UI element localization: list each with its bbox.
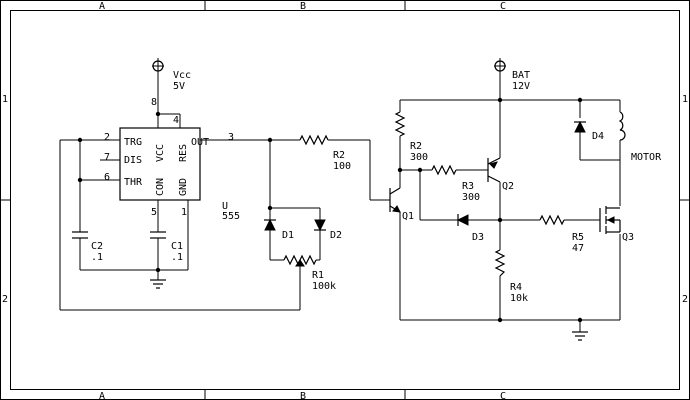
transistor-q1-npn-symbol <box>389 187 401 213</box>
motor-name: MOTOR <box>631 152 662 163</box>
resistor-r2-100-symbol <box>299 134 329 146</box>
q1-name: Q1 <box>402 211 414 222</box>
pin-num-trg: 2 <box>104 132 110 143</box>
frame-col-c-bottom: C <box>500 391 506 400</box>
wires-driver-section <box>399 74 621 332</box>
pin-label-con: CON <box>155 178 166 196</box>
frame-col-b-top: B <box>300 1 306 12</box>
diode-d3-symbol <box>456 214 469 226</box>
transistor-q2-pnp-symbol <box>487 157 501 183</box>
frame-row-1-left: 1 <box>2 94 8 105</box>
pin-label-vcc: VCC <box>155 144 166 162</box>
wires-555-section <box>59 74 390 311</box>
resistor-r4-symbol <box>494 249 506 277</box>
d2-name: D2 <box>330 230 342 241</box>
pin-num-thr: 6 <box>104 172 110 183</box>
frame-col-b-bottom: B <box>300 391 306 400</box>
diode-d2-symbol <box>314 219 326 232</box>
c1-name: C1 <box>171 241 183 252</box>
pin-num-gnd: 1 <box>181 207 187 218</box>
potentiometer-r1-symbol <box>283 254 317 268</box>
q2-name: Q2 <box>502 181 514 192</box>
resistor-r3-symbol <box>431 164 457 176</box>
transistor-q3-mosfet-symbol <box>599 206 621 234</box>
r4-name: R4 <box>510 282 522 293</box>
r2-100-name: R2 <box>333 150 345 161</box>
pin-label-dis: DIS <box>124 155 142 166</box>
diode-d1-symbol <box>264 218 276 231</box>
frame-col-c-top: C <box>500 1 506 12</box>
r3-name: R3 <box>462 181 474 192</box>
motor-coil-symbol <box>618 111 626 141</box>
pin-label-trg: TRG <box>124 137 142 148</box>
vcc-supply-symbol <box>152 58 164 74</box>
frame-col-a-top: A <box>99 1 105 12</box>
junction-dots-555 <box>77 111 273 273</box>
pin-num-vcc: 8 <box>151 97 157 108</box>
resistor-r5-symbol <box>539 214 565 226</box>
ic-name: U <box>222 201 228 212</box>
vcc-value: 5V <box>173 81 185 92</box>
pin-num-out: 3 <box>228 132 234 143</box>
pin-num-dis: 7 <box>104 152 110 163</box>
diode-d4-symbol <box>574 120 586 133</box>
q3-name: Q3 <box>622 232 634 243</box>
r2-300-value: 300 <box>410 152 428 163</box>
r2-100-value: 100 <box>333 161 351 172</box>
d1-name: D1 <box>282 230 294 241</box>
resistor-r2-300-symbol <box>394 111 406 137</box>
capacitor-c1-symbol <box>150 231 166 239</box>
ic-555-body <box>119 127 201 201</box>
bat-supply-symbol <box>494 58 506 74</box>
frame-col-a-bottom: A <box>99 391 105 400</box>
pin-num-res: 4 <box>173 115 179 126</box>
c2-value: .1 <box>91 252 103 263</box>
ic-value: 555 <box>222 211 240 222</box>
ground-symbol-right <box>572 331 588 341</box>
ground-symbol-left <box>150 279 166 289</box>
pin-label-out: OUT <box>191 137 209 148</box>
vcc-name: Vcc <box>173 70 191 81</box>
frame-row-2-right: 2 <box>682 294 688 305</box>
r1-value: 100k <box>312 281 336 292</box>
d3-name: D3 <box>472 232 484 243</box>
r1-name: R1 <box>312 270 324 281</box>
bat-value: 12V <box>512 81 530 92</box>
c1-value: .1 <box>171 252 183 263</box>
pin-label-thr: THR <box>124 177 143 188</box>
capacitor-c2-symbol <box>72 231 88 239</box>
r5-value: 47 <box>572 243 584 254</box>
c2-name: C2 <box>91 241 103 252</box>
d4-name: D4 <box>592 131 604 142</box>
junction-dots-driver <box>397 97 583 323</box>
r5-name: R5 <box>572 232 584 243</box>
pin-label-gnd: GND <box>178 178 189 196</box>
frame-row-2-left: 2 <box>2 294 8 305</box>
r2-300-name: R2 <box>410 141 422 152</box>
frame-row-1-right: 1 <box>682 94 688 105</box>
r4-value: 10k <box>510 293 528 304</box>
r3-value: 300 <box>462 192 480 203</box>
pin-label-res: RES <box>178 144 189 162</box>
bat-name: BAT <box>512 70 530 81</box>
pin-num-con: 5 <box>151 207 157 218</box>
